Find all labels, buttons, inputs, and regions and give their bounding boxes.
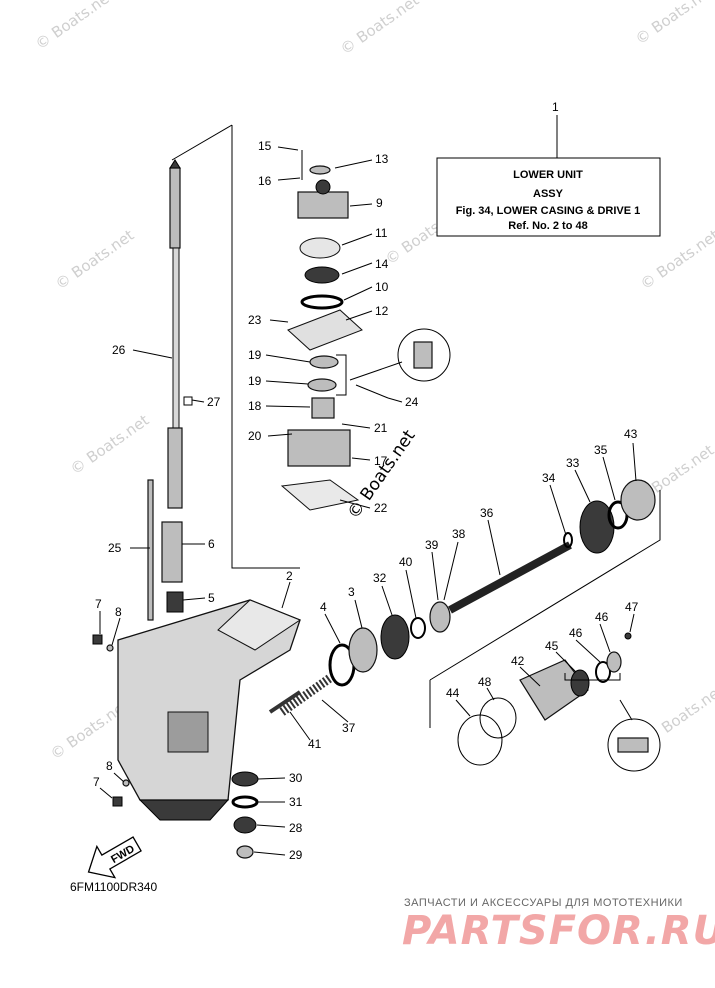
watermark: © Boats.net [32, 0, 117, 53]
pump-housing [297, 191, 349, 219]
fwd-arrow: FWD [87, 836, 142, 879]
callout-15: 15 [258, 139, 272, 153]
callout-44: 44 [446, 686, 460, 700]
callout-34: 34 [542, 471, 556, 485]
callout-41: 41 [308, 737, 322, 751]
callout-21: 21 [374, 421, 388, 435]
callout-46a: 46 [595, 610, 609, 624]
callout-13: 13 [375, 152, 389, 166]
brand-name: PARTSFOR.RU [402, 908, 715, 954]
assembly-outline [171, 124, 661, 728]
callout-4: 4 [320, 600, 327, 614]
watermark: © Boats.net [67, 411, 152, 478]
watermark: © Boats.net [52, 226, 137, 293]
callout-5: 5 [208, 591, 215, 605]
callout-1: 1 [552, 100, 559, 114]
diagram-code: 6FM1100DR340 [70, 880, 157, 894]
callout-27: 27 [207, 395, 221, 409]
callout-16: 16 [258, 174, 272, 188]
callout-2: 2 [286, 569, 293, 583]
callout-25: 25 [108, 541, 122, 555]
callout-32: 32 [373, 571, 387, 585]
callout-38: 38 [452, 527, 466, 541]
callout-7b: 7 [93, 775, 100, 789]
info-box: 1 LOWER UNIT ASSY Fig. 34, LOWER CASING … [436, 100, 661, 237]
watermark: © Boats.net [632, 0, 715, 48]
callout-8a: 8 [115, 605, 122, 619]
callout-11: 11 [375, 226, 388, 240]
callout-30: 30 [289, 771, 303, 785]
callout-20: 20 [248, 429, 262, 443]
water-pump-parts [280, 150, 451, 511]
callout-23: 23 [248, 313, 262, 327]
info-line-3: Fig. 34, LOWER CASING & DRIVE 1 [456, 205, 641, 217]
callout-19a: 19 [248, 348, 262, 362]
brand-subtitle: ЗАПЧАСТИ И АКСЕССУАРЫ ДЛЯ МОТОТЕХНИКИ [404, 897, 683, 909]
callout-46b: 46 [569, 626, 583, 640]
callout-10: 10 [375, 280, 389, 294]
callout-28: 28 [289, 821, 303, 835]
callout-8b: 8 [106, 759, 113, 773]
callout-18: 18 [248, 399, 262, 413]
callout-14: 14 [375, 257, 389, 271]
callout-43: 43 [624, 427, 638, 441]
info-line-4: Ref. No. 2 to 48 [508, 220, 587, 232]
leader-lines [99, 146, 637, 856]
callout-26: 26 [112, 343, 126, 357]
brand-block: ЗАПЧАСТИ И АКСЕССУАРЫ ДЛЯ МОТОТЕХНИКИ PA… [402, 897, 715, 954]
callout-9: 9 [376, 196, 383, 210]
info-line-1: LOWER UNIT [513, 169, 583, 181]
callout-29: 29 [289, 848, 303, 862]
lower-casing [117, 599, 302, 821]
callout-35: 35 [594, 443, 608, 457]
callout-19b: 19 [248, 374, 262, 388]
callout-numbers: 15 13 16 9 11 14 10 12 23 26 19 19 18 24… [93, 139, 639, 862]
watermark: © Boats.net [337, 0, 422, 58]
callout-45: 45 [545, 639, 559, 653]
callout-42: 42 [511, 654, 525, 668]
fasteners [92, 396, 632, 807]
callout-39: 39 [425, 538, 439, 552]
callout-6: 6 [208, 537, 215, 551]
shift-rod-parts [147, 479, 184, 621]
callout-3: 3 [348, 585, 355, 599]
callout-24: 24 [405, 395, 419, 409]
callout-7a: 7 [95, 597, 102, 611]
callout-12: 12 [375, 304, 389, 318]
info-line-2: ASSY [533, 188, 564, 200]
callout-36: 36 [480, 506, 494, 520]
fwd-label: FWD [109, 843, 137, 866]
callout-48: 48 [478, 675, 492, 689]
callout-17: 17 [374, 454, 388, 468]
drive-shaft [167, 159, 183, 509]
callout-37: 37 [342, 721, 356, 735]
callout-33: 33 [566, 456, 580, 470]
callout-31: 31 [289, 795, 303, 809]
propshaft-parts [268, 479, 661, 772]
callout-47: 47 [625, 600, 639, 614]
lower-bearings [231, 771, 259, 859]
callout-22: 22 [374, 501, 388, 515]
callout-40: 40 [399, 555, 413, 569]
pump-base [287, 429, 351, 467]
